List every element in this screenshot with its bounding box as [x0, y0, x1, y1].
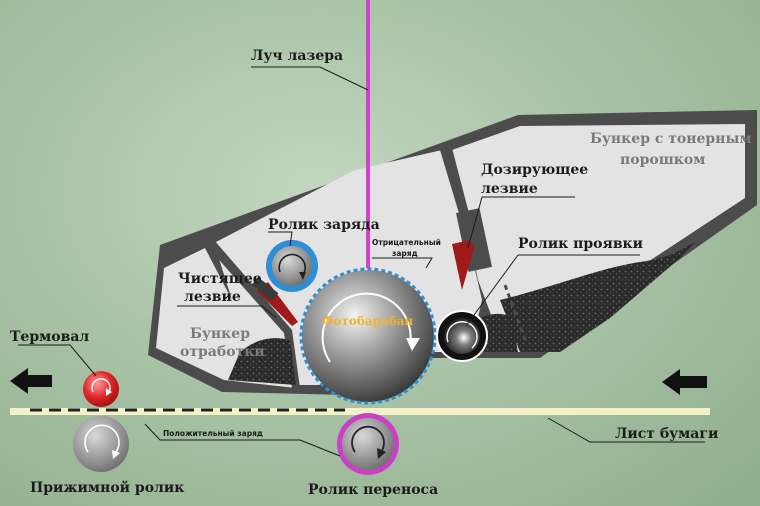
transfer-roller — [342, 418, 394, 470]
pressure-roller — [73, 416, 129, 472]
label-toner-hopper-line2: порошком — [620, 152, 705, 168]
label-positive-charge: Положительный заряд — [163, 429, 263, 438]
fuser-roller — [83, 371, 119, 407]
photodrum — [302, 270, 434, 402]
transfer-roller-arrow — [351, 425, 385, 453]
label-cleaning-blade-line1: Чистящее — [178, 271, 262, 287]
label-negative-charge-line1: Отрицательный — [372, 238, 441, 247]
pressure-arrow-head — [112, 450, 120, 459]
pressure-roller-arrow — [84, 424, 120, 453]
doctor-blade — [452, 240, 474, 290]
label-charge-roller: Ролик заряда — [268, 217, 380, 233]
label-negative-charge-line2: заряд — [392, 249, 418, 258]
label-photodrum: Фотобарабан — [322, 314, 414, 328]
label-fuser: Термовал — [10, 329, 89, 345]
transfer-arrow-head — [377, 448, 386, 459]
arrow-left-icon — [10, 368, 52, 394]
fuser-roller-arrow — [91, 378, 111, 393]
toner-powder — [500, 242, 695, 352]
fuser-arrow-head — [106, 388, 112, 396]
label-doctor-blade-line1: Дозирующее — [481, 162, 588, 178]
label-transfer-roller: Ролик переноса — [308, 482, 438, 498]
doctor-blade-holder — [456, 208, 492, 272]
developer-roller-arrow — [446, 321, 478, 349]
label-pressure-roller: Прижимной ролик — [30, 479, 184, 496]
label-waste-hopper-line2: отработки — [180, 344, 265, 360]
cleaning-blade-holder — [251, 277, 279, 301]
charge-roller-arrow — [278, 253, 306, 277]
label-toner-hopper-line1: Бункер с тонерным — [590, 131, 752, 147]
label-developer-roller: Ролик проявки — [518, 236, 643, 252]
label-paper: Лист бумаги — [615, 426, 718, 442]
waste-toner — [228, 338, 296, 385]
leader-lines — [18, 66, 705, 457]
charge-roller — [272, 246, 312, 286]
hopper-opening — [503, 284, 527, 341]
arrow-left-icon — [662, 369, 707, 395]
charge-roller-arrow-head — [299, 272, 306, 280]
label-laser-beam: Луч лазера — [251, 48, 343, 64]
drum-rotation-arrow — [321, 292, 412, 363]
label-cleaning-blade-line2: лезвие — [184, 289, 241, 305]
drum-arrow-head — [406, 338, 420, 351]
label-doctor-blade-line2: лезвие — [481, 181, 538, 197]
developer-roller — [444, 318, 480, 354]
photodrum-charge-ring — [299, 267, 437, 405]
paper-sheet — [10, 408, 710, 415]
label-waste-hopper-line1: Бункер — [190, 326, 250, 342]
